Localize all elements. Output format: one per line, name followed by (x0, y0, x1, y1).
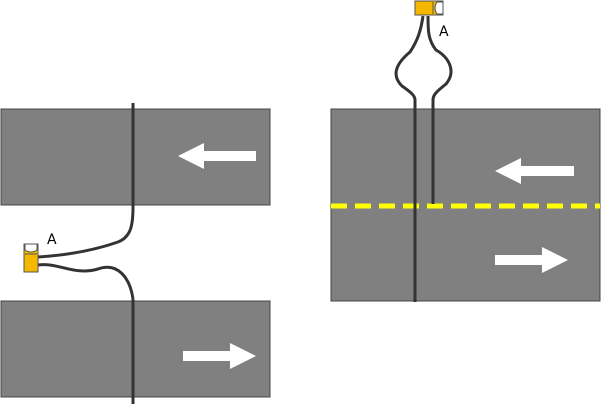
left-scene: A (0, 103, 271, 404)
left-upper-cable (37, 206, 135, 259)
left-lower-cable (37, 263, 135, 300)
left-bottom-arrow-icon (183, 343, 256, 369)
left-top-arrow-icon (178, 143, 256, 169)
left-sensor-label: A (47, 232, 57, 248)
right-scene: A (330, 0, 601, 302)
right-top-arrow-icon (495, 158, 574, 184)
right-outer-cable (394, 15, 425, 101)
right-bottom-arrow-icon (495, 247, 568, 273)
left-bottom-road (0, 300, 271, 398)
right-sensor-icon (414, 0, 444, 16)
left-sensor-icon (23, 243, 39, 273)
right-sensor-label: A (439, 24, 449, 40)
right-inner-cable (426, 15, 453, 101)
